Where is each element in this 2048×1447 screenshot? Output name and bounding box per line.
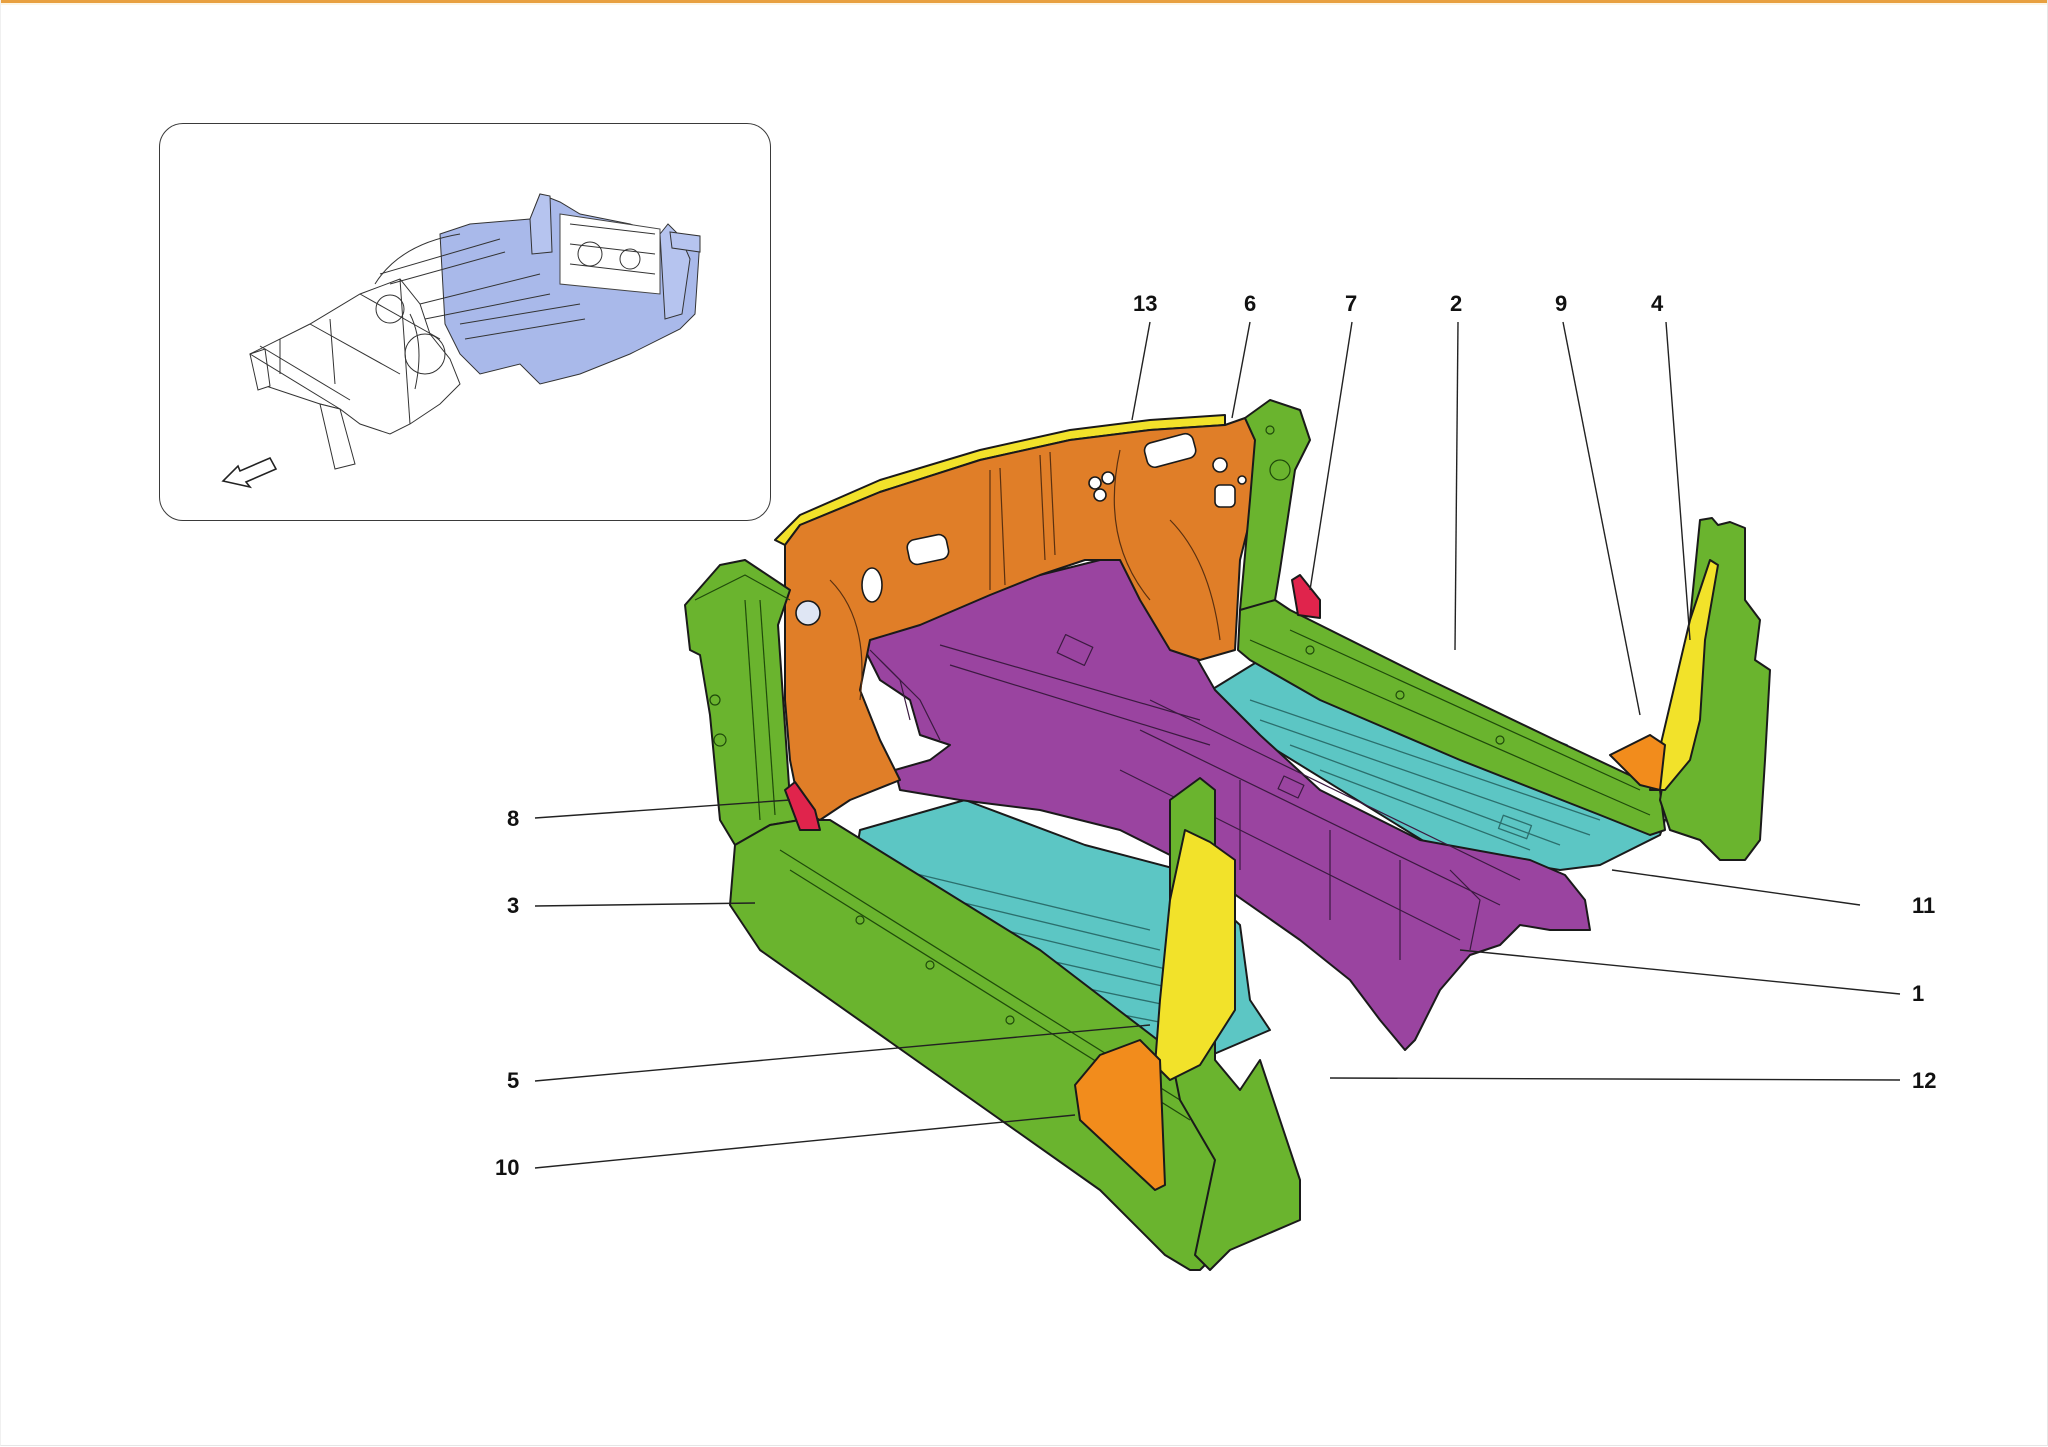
part-2-right-pillar	[1239, 399, 1311, 621]
callout-1: 1	[1912, 981, 1925, 1006]
callout-6: 6	[1244, 291, 1257, 316]
callout-2: 2	[1450, 291, 1463, 316]
callout-8: 8	[507, 806, 520, 831]
callout-10: 10	[495, 1155, 520, 1180]
part-2-right-sill	[1237, 599, 1666, 836]
part-3-left-pillar	[684, 559, 801, 846]
part-7-right-bracket	[1291, 574, 1321, 619]
callout-9: 9	[1555, 291, 1568, 316]
callout-7: 7	[1345, 291, 1358, 316]
top-accent-bar	[0, 0, 2048, 3]
callout-13: 13	[1133, 291, 1158, 316]
part-6-firewall	[784, 417, 1256, 821]
orientation-inset	[159, 123, 771, 521]
leader-lines	[534, 321, 1901, 1169]
part-8-left-bracket	[784, 781, 821, 831]
right-rear-post	[1659, 517, 1771, 861]
part-4-right-reinforcement	[1649, 559, 1719, 791]
callout-12: 12	[1912, 1068, 1937, 1093]
callout-4: 4	[1651, 291, 1664, 316]
top-accent-tint	[0, 3, 2048, 5]
callout-3: 3	[507, 893, 520, 918]
direction-arrow-icon	[221, 456, 278, 489]
callout-5: 5	[507, 1068, 520, 1093]
part-10-front-bracket	[1074, 1039, 1166, 1191]
chassis-overview-drawing	[221, 193, 701, 489]
part-9-right-bracket	[1609, 734, 1666, 791]
callout-11: 11	[1912, 893, 1936, 918]
part-5-front-reinforcement	[1154, 829, 1236, 1081]
